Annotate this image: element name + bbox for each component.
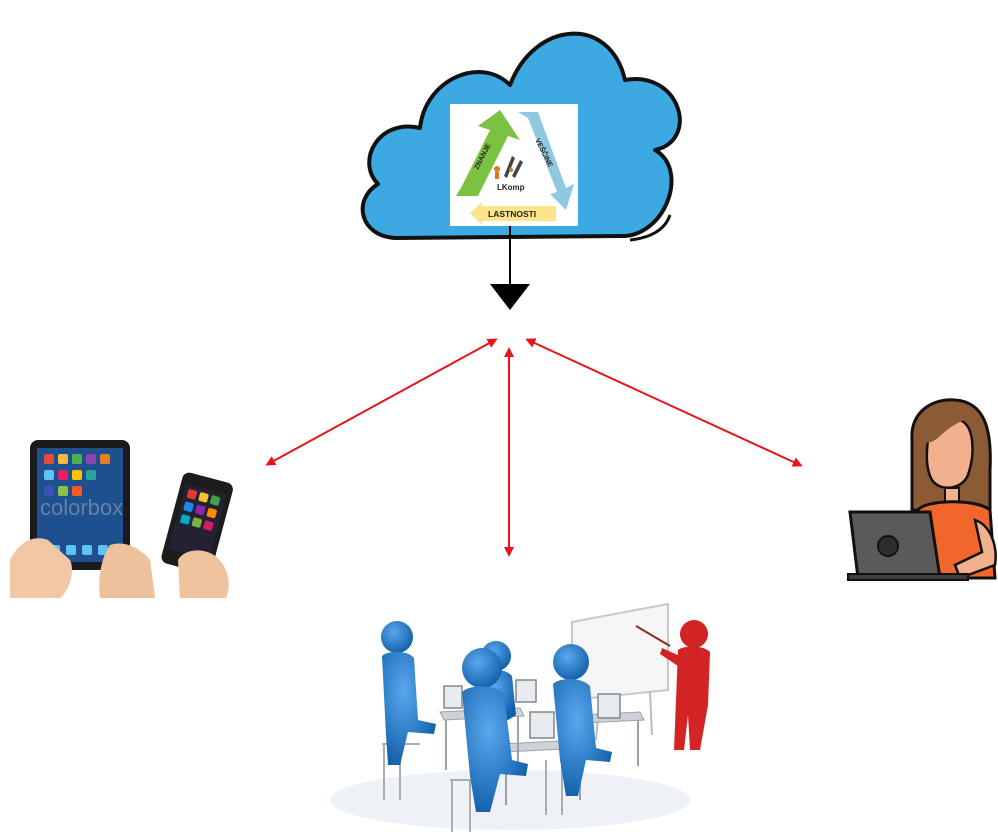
- lkomp-figures-icon: [494, 156, 523, 179]
- down-arrow-icon: [490, 226, 530, 310]
- label-lastnosti: LASTNOSTI: [488, 209, 536, 219]
- woman-laptop-icon: [847, 398, 997, 581]
- classroom-icon: [330, 602, 710, 832]
- yellow-arrow-icon: LASTNOSTI: [470, 202, 556, 225]
- watermark-text: colorbox: [40, 495, 123, 520]
- red-arrow-to-devices: [265, 338, 498, 466]
- cloud-icon: ZNANJE VEŠČINE LASTNOSTI LKomp: [360, 31, 682, 242]
- tablet-phone-icon: colorbox: [10, 440, 233, 598]
- red-arrow-to-user: [525, 338, 803, 467]
- logo-text: LKomp: [497, 183, 525, 192]
